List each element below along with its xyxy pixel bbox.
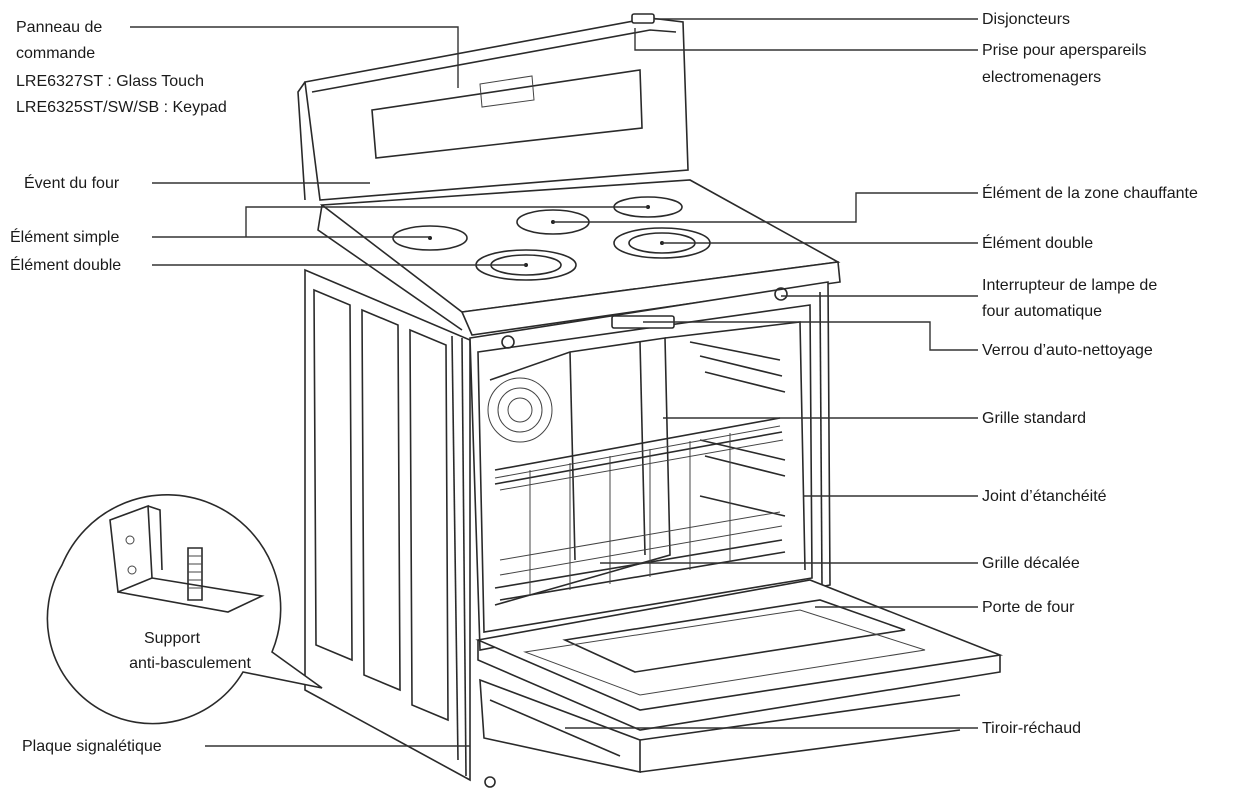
label-porte: Porte de four (982, 599, 1075, 616)
anti-tip-bracket-inset: Support anti-basculement (46, 494, 323, 725)
oven-racks (494, 417, 786, 601)
leader-verrou (643, 321, 978, 351)
label-event: Évent du four (24, 173, 120, 192)
label-grille-decalee: Grille décalée (982, 555, 1080, 572)
oven-door-open (475, 579, 1004, 731)
range-side-panel (304, 268, 471, 782)
label-panneau-3: LRE6327ST : Glass Touch (16, 73, 204, 90)
label-plaque: Plaque signalétique (22, 738, 162, 755)
rating-plate (484, 776, 496, 788)
label-support-1: Support (144, 630, 201, 647)
warming-drawer (479, 678, 961, 773)
control-panel-backguard (297, 13, 689, 201)
label-disjoncteurs: Disjoncteurs (982, 11, 1070, 28)
label-element-double-right: Élément double (982, 233, 1093, 252)
label-prise-1: Prise pour aperspareils (982, 42, 1147, 59)
leader-element-simple (152, 206, 648, 238)
anti-tip-bracket-icon (109, 504, 265, 613)
leader-lines (130, 18, 978, 747)
label-verrou: Verrou d’auto-nettoyage (982, 342, 1153, 359)
label-interrupteur-1: Interrupteur de lampe de (982, 277, 1157, 294)
label-tiroir: Tiroir-réchaud (982, 720, 1081, 737)
label-panneau-4: LRE6325ST/SW/SB : Keypad (16, 99, 227, 116)
label-zone-chauffante: Élément de la zone chauffante (982, 183, 1198, 202)
leader-zone-chauffante (553, 192, 978, 223)
label-element-simple: Élément simple (10, 227, 119, 246)
label-grille-standard: Grille standard (982, 410, 1086, 427)
range-illustration (297, 13, 1004, 788)
label-support-2: anti-basculement (129, 655, 251, 672)
label-interrupteur-2: four automatique (982, 303, 1102, 320)
breaker-switch (631, 13, 655, 24)
label-joint: Joint d’étanchéité (982, 488, 1107, 505)
leader-prise (634, 28, 978, 51)
label-panneau-1: Panneau de (16, 19, 102, 36)
leader-panneau (130, 26, 459, 88)
label-element-double-left: Élément double (10, 255, 121, 274)
cooktop (317, 179, 841, 336)
label-prise-2: electromenagers (982, 69, 1101, 86)
label-panneau-2: commande (16, 45, 95, 62)
labels-right: Disjoncteurs Prise pour aperspareils ele… (982, 11, 1198, 737)
labels-left: Panneau de commande LRE6327ST : Glass To… (10, 19, 227, 755)
